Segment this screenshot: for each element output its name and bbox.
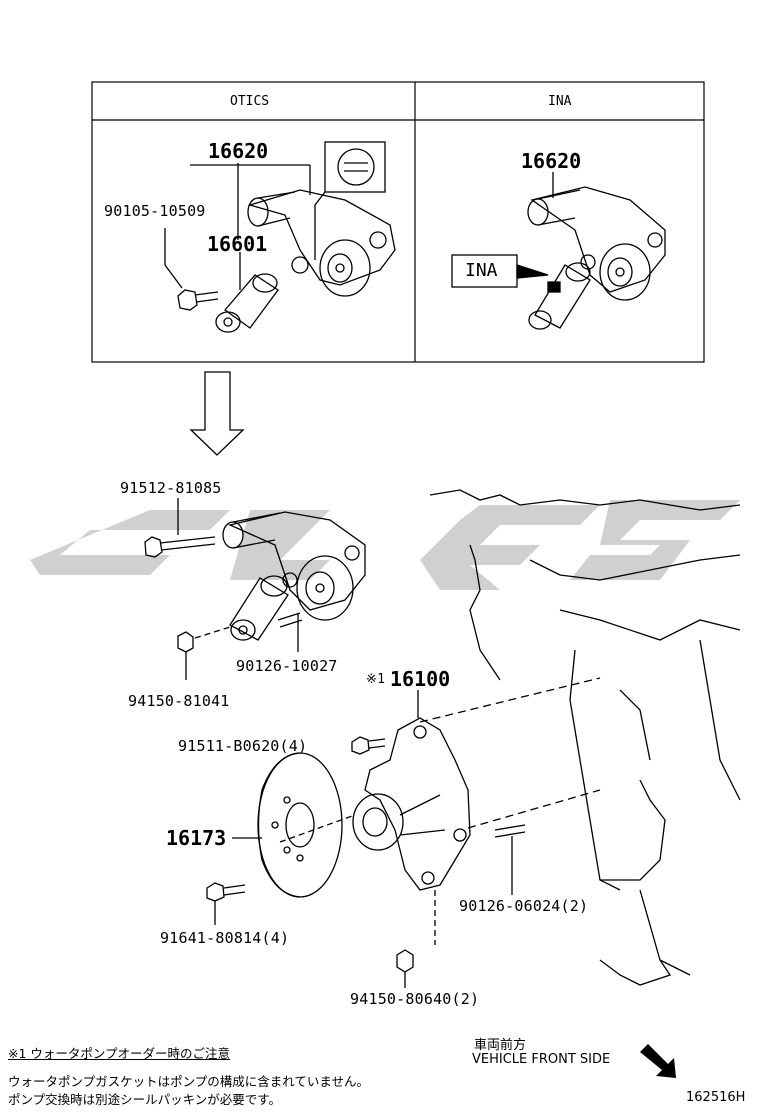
note-title: ※1 ウォータポンプオーダー時のご注意 xyxy=(8,1046,231,1061)
label-94150-80640: 94150-80640(2) xyxy=(350,990,480,1008)
down-arrow xyxy=(189,371,245,456)
note-line-2: ポンプ交換時は別途シールパッキンが必要です。 xyxy=(8,1092,282,1107)
label-91512-81085: 91512-81085 xyxy=(120,479,222,497)
label-otics-16601: 16601 xyxy=(207,232,268,256)
engine-block-outline xyxy=(429,489,741,986)
ina-header: INA xyxy=(548,94,572,109)
label-91511-B0620: 91511-B0620(4) xyxy=(178,737,308,755)
label-16173: 16173 xyxy=(166,826,227,850)
vehicle-front-en: VEHICLE FRONT SIDE xyxy=(472,1052,611,1067)
variant-table xyxy=(91,81,705,363)
otics-header: OTICS xyxy=(230,94,270,109)
label-91641-80814: 91641-80814(4) xyxy=(160,929,290,947)
water-pump-mark: ※1 xyxy=(366,672,386,687)
label-otics-16620: 16620 xyxy=(208,139,269,163)
ina-badge: INA xyxy=(465,260,498,281)
vehicle-front-arrow xyxy=(640,1044,676,1078)
pulley-drawing xyxy=(206,752,343,925)
watermark-logo xyxy=(30,500,740,590)
otics-tensioner-drawing xyxy=(164,141,396,333)
water-pump-drawing xyxy=(279,677,601,988)
label-90126-10027: 90126-10027 xyxy=(236,657,338,675)
label-ina-16620: 16620 xyxy=(521,149,582,173)
vehicle-front-jp: 車両前方 xyxy=(474,1038,527,1053)
label-16100: 16100 xyxy=(390,667,451,691)
label-94150-81041: 94150-81041 xyxy=(128,692,230,710)
ina-tensioner-drawing xyxy=(451,172,666,330)
note-line-1: ウォータポンプガスケットはポンプの構成に含まれていません。 xyxy=(8,1074,370,1089)
illustration-id: 162516H xyxy=(686,1090,746,1105)
lower-tensioner-drawing xyxy=(144,498,366,680)
label-otics-bolt: 90105-10509 xyxy=(104,202,206,220)
label-90126-06024: 90126-06024(2) xyxy=(459,897,589,915)
